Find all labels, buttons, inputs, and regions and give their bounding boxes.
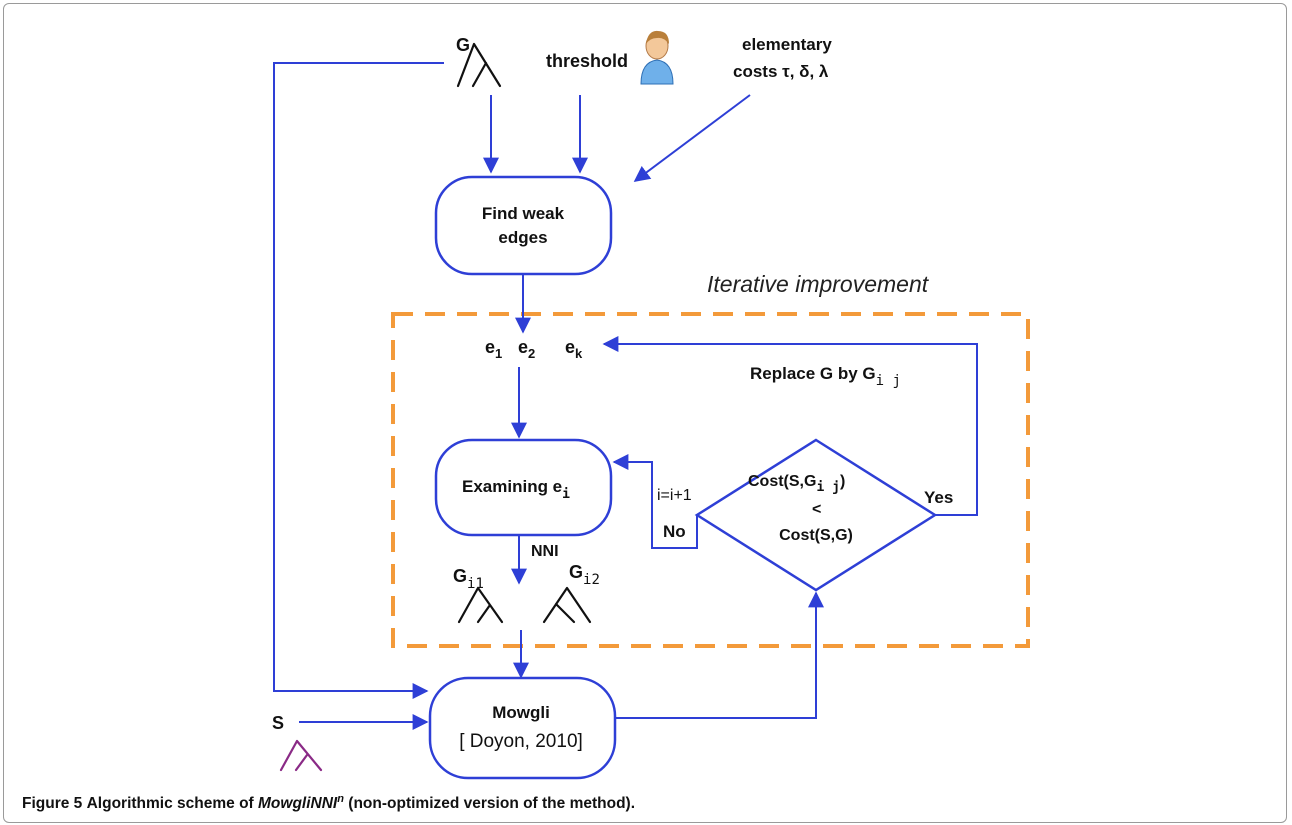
decision-line-1: Cost(S,Gi j) [748, 473, 845, 495]
gene-tree-gi1 [457, 586, 504, 624]
find-weak-edges-line-1: Find weak [482, 204, 565, 223]
costs-line-2: costs τ, δ, λ [733, 62, 829, 81]
decision-line-2: < [812, 501, 821, 518]
iterative-region-label: Iterative improvement [707, 271, 930, 297]
replace-label: Replace G by Gi j [750, 364, 901, 389]
arrow-mowgli-to-decision [615, 591, 824, 719]
g-input-label: G [456, 35, 470, 55]
find-weak-edges-line-2: edges [498, 228, 547, 247]
gi2-label: Gi2 [569, 562, 600, 588]
mowgli-line-2: [ Doyon, 2010] [459, 731, 583, 752]
arrow-costs-to-find [633, 94, 751, 182]
arrow-g-to-mowgli [273, 62, 444, 699]
examining-label: Examining ei [462, 477, 570, 502]
species-tree-s [279, 739, 323, 772]
gene-tree-gi2 [542, 586, 592, 624]
gene-tree-g [456, 42, 502, 88]
increment-label: i=i+1 [657, 487, 692, 504]
arrow-no-to-examining [612, 454, 698, 549]
iterative-region [391, 312, 1030, 648]
user-icon [640, 30, 674, 85]
gi1-label: Gi1 [453, 566, 484, 592]
threshold-label: threshold [546, 51, 628, 71]
nni-label: NNI [531, 543, 559, 560]
svg-text:e1: e1 [485, 337, 502, 361]
mowgli-box [428, 676, 617, 780]
yes-label: Yes [924, 488, 953, 507]
mowgli-line-1: Mowgli [492, 703, 550, 722]
s-input-label: S [272, 713, 284, 733]
svg-text:e2: e2 [518, 337, 535, 361]
arrow-yes-to-replace [602, 336, 978, 516]
edge-list: e1 e2 ek [485, 337, 583, 361]
examining-box [434, 438, 613, 537]
costs-line-1: elementary [742, 35, 832, 54]
figure-frame [3, 3, 1287, 823]
decision-diamond [694, 438, 938, 592]
no-label: No [663, 522, 686, 541]
figure-caption: Figure 5 Algorithmic scheme of MowgliNNI… [22, 793, 636, 813]
find-weak-edges-box [434, 175, 613, 276]
svg-text:ek: ek [565, 337, 583, 361]
decision-line-3: Cost(S,G) [779, 527, 853, 544]
